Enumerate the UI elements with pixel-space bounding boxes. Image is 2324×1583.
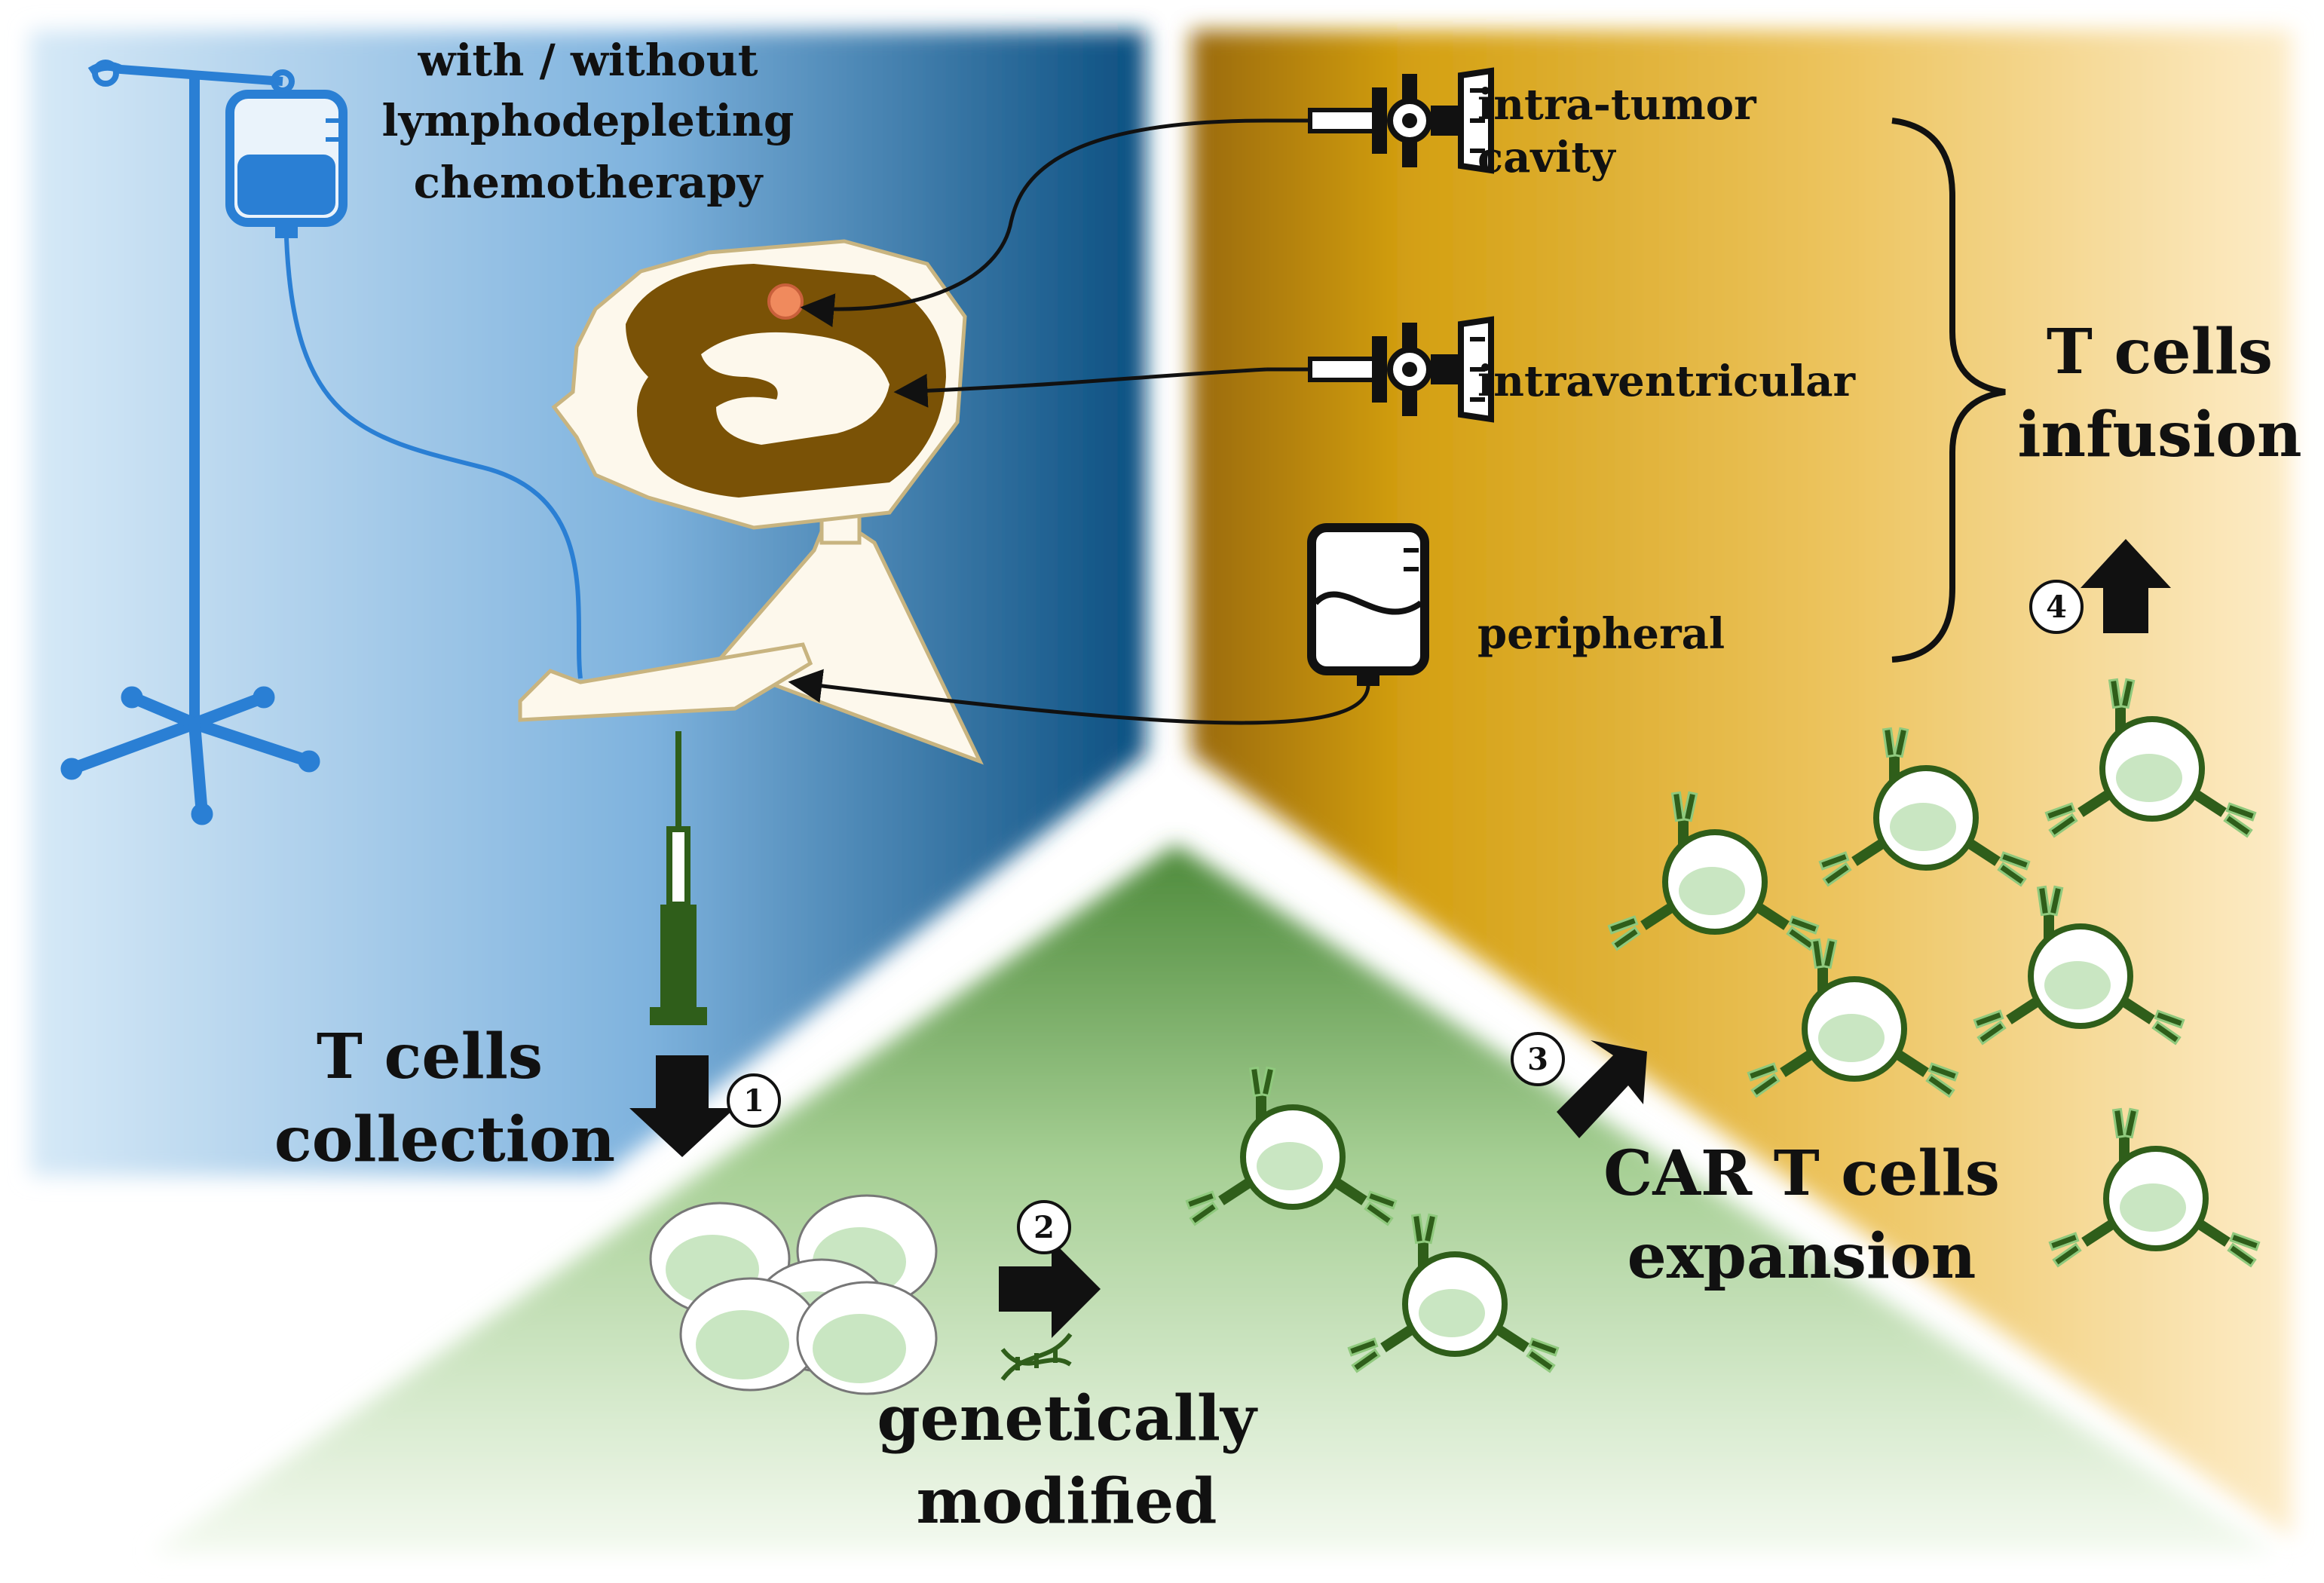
step-arrows	[629, 539, 2171, 1338]
modified-label-line2: modified	[916, 1465, 1217, 1538]
step-3-number: 3	[1527, 1042, 1548, 1077]
collection-label-line1: T cells	[317, 1021, 543, 1093]
chemo-label-line2: lymphodepleting	[381, 95, 794, 146]
iv-stand-icon	[60, 60, 583, 825]
intratumor-route-arrow	[800, 118, 1267, 328]
step-1-number: 1	[743, 1083, 764, 1119]
step-2-number: 2	[1033, 1210, 1055, 1245]
peripheral-route-arrow	[788, 669, 1370, 725]
expansion-step-arrow	[1557, 1040, 1647, 1138]
route-arrows	[788, 118, 1370, 725]
t-cell-icon	[796, 1281, 938, 1395]
patient-head-icon	[518, 239, 984, 1025]
modification-step-arrow	[999, 1240, 1101, 1338]
chemo-label-line3: chemotherapy	[414, 157, 764, 208]
modified-label-line1: genetically	[877, 1382, 1258, 1455]
route-peripheral-label: peripheral	[1477, 609, 1725, 659]
route-intratumor-line2: cavity	[1477, 133, 1616, 182]
step-number-badges: 1 2 3 4	[727, 580, 2084, 1254]
route-intratumor-line1: intra-tumor	[1477, 80, 1757, 130]
chemo-label-line1: with / without	[417, 35, 758, 86]
infusion-label-line2: infusion	[2017, 399, 2301, 471]
intraventricular-route-arrow	[893, 367, 1267, 408]
expansion-label-line1: CAR T cells	[1603, 1137, 2000, 1210]
infusion-label-line1: T cells	[2047, 316, 2273, 388]
collection-tube-icon	[650, 731, 707, 1025]
chemotherapy-label: with / without lymphodepleting chemother…	[381, 35, 794, 208]
collection-step-arrow	[629, 1055, 735, 1157]
collection-label-line2: collection	[274, 1104, 615, 1176]
step-4-number: 4	[2046, 589, 2067, 625]
expansion-label-line2: expansion	[1627, 1220, 1976, 1293]
dna-icon	[1000, 1333, 1073, 1381]
infusion-brace	[1891, 118, 2006, 663]
route-intraventricular-label: intraventricular	[1477, 357, 1857, 406]
iv-bag-icon	[1307, 523, 1429, 686]
infusion-step-arrow	[2081, 539, 2171, 633]
